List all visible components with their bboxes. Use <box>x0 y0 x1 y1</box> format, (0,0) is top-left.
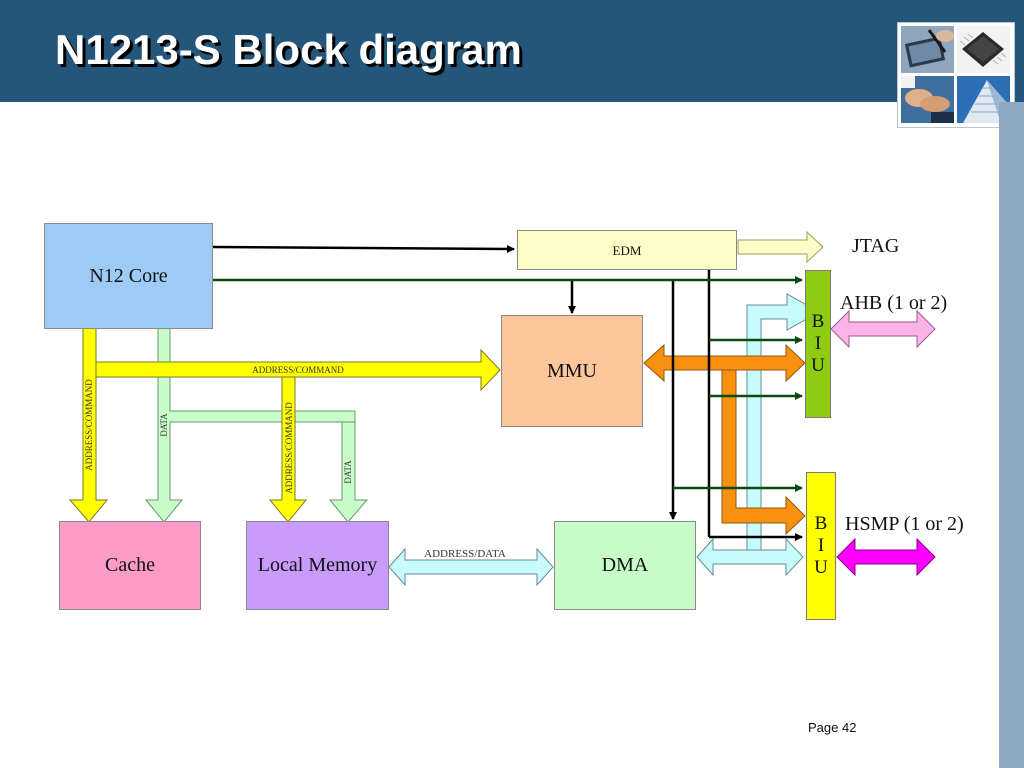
ahb-biu-letter-u: U <box>811 355 825 376</box>
dma-label: DMA <box>601 554 649 576</box>
local-memory-data-bus-label: DATA <box>343 460 353 484</box>
core-to-cache-address-bus <box>68 327 109 523</box>
core-data-bus <box>144 327 356 523</box>
n12-core-label: N12 Core <box>89 264 168 287</box>
hsmp-biu-letter-u: U <box>814 557 828 578</box>
local-memory-to-dma-bus-label: ADDRESS/DATA <box>424 548 506 560</box>
tablet-photo-icon <box>901 26 954 73</box>
hands-photo-icon <box>901 76 954 123</box>
local-memory-address-bus-label: ADDRESS/COMMAND <box>284 402 294 494</box>
edm-label: EDM <box>612 243 642 258</box>
local-memory-block: Local Memory <box>246 521 389 610</box>
ahb-biu-letter-b: B <box>811 311 825 332</box>
ahb-label: AHB (1 or 2) <box>840 292 948 314</box>
mmu-label: MMU <box>546 359 597 382</box>
local-memory-label: Local Memory <box>257 554 378 576</box>
title-bar <box>0 0 1024 102</box>
hsmp-biu-block: B I U <box>806 472 836 620</box>
dma-to-hsmp-biu-bus <box>696 537 804 577</box>
n12-core-block: N12 Core <box>44 223 213 329</box>
mmu-block: MMU <box>501 315 643 427</box>
core-to-cache-bus-label: ADDRESS/COMMAND <box>84 379 94 471</box>
photo-collage <box>897 22 1015 128</box>
page-number: Page 42 <box>808 720 857 735</box>
hsmp-biu-letter-b: B <box>814 513 828 534</box>
ahb-biu-block: B I U <box>805 270 831 418</box>
mmu-to-hsmp-biu-bus <box>721 369 806 536</box>
slide-title: N1213-S Block diagram <box>55 26 522 73</box>
cache-label: Cache <box>105 554 155 576</box>
local-memory-address-bus <box>268 376 308 523</box>
core-to-edm-line <box>212 244 515 253</box>
ahb-double-arrow <box>830 309 936 349</box>
dma-to-ahb-biu-bus <box>746 293 821 551</box>
local-memory-to-dma-bus <box>388 547 554 587</box>
hsmp-double-arrow <box>836 537 936 577</box>
cache-block: Cache <box>59 521 201 610</box>
chip-photo-icon <box>957 26 1010 73</box>
right-accent-bar <box>999 102 1024 768</box>
hsmp-biu-letter-i: I <box>817 535 825 556</box>
core-to-mmu-address-bus <box>94 348 501 392</box>
core-to-mmu-bus-label: ADDRESS/COMMAND <box>252 365 344 375</box>
jtag-label: JTAG <box>852 235 900 257</box>
hsmp-label: HSMP (1 or 2) <box>845 513 964 535</box>
local-memory-data-bus <box>328 421 369 523</box>
dma-block: DMA <box>554 521 696 610</box>
core-data-bus-label: DATA <box>159 413 169 437</box>
ahb-biu-letter-i: I <box>814 333 822 354</box>
edm-block: EDM <box>517 230 737 270</box>
edm-to-jtag-arrow <box>737 230 824 264</box>
